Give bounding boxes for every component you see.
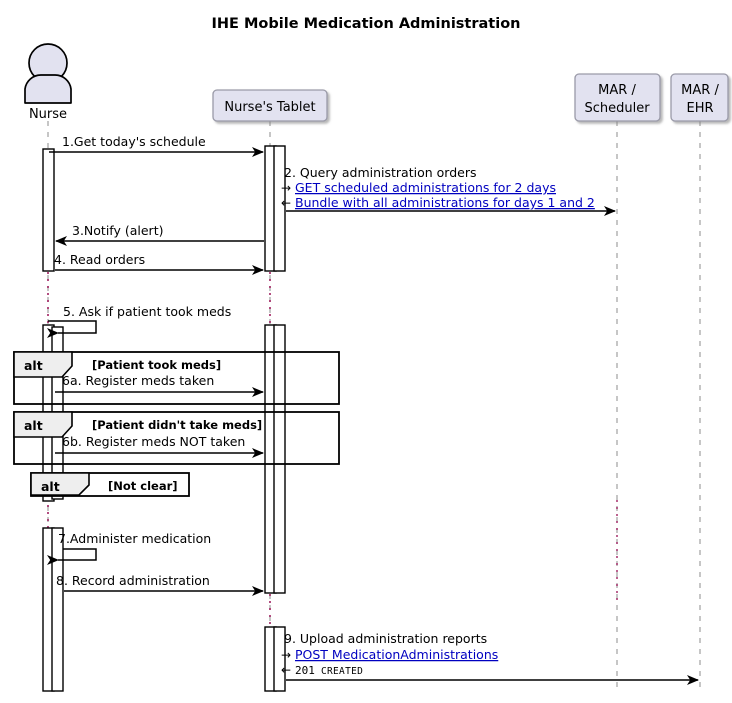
participant-label-ehr-line2: EHR — [686, 101, 713, 116]
message-4[interactable]: 4. Read orders — [54, 252, 264, 275]
fragment-header-tab-2 — [13, 411, 73, 438]
message-8[interactable]: 8. Record administration — [56, 573, 264, 596]
participant-nurse[interactable]: Nurse — [24, 43, 72, 122]
message-7[interactable]: 7.Administer medication — [47, 531, 211, 565]
message-label-6a: 6a. Register meds taken — [62, 373, 214, 388]
fragment-condition-1: [Patient took meds] — [92, 358, 221, 372]
activation-nurse-5 — [51, 527, 64, 692]
participant-label-scheduler-line1: MAR / — [598, 83, 636, 98]
participant-box-scheduler — [574, 73, 661, 122]
fragment-header-tab-1 — [13, 351, 73, 378]
message-9-status-code: 201 — [295, 664, 315, 677]
message-label-7: 7.Administer medication — [58, 531, 211, 546]
message-label-1: 1.Get today's schedule — [62, 134, 206, 149]
fragment-keyword-2: alt — [24, 418, 43, 433]
message-label-8: 8. Record administration — [56, 573, 210, 588]
participant-label-nurse: Nurse — [29, 107, 67, 122]
participant-label-scheduler-line2: Scheduler — [584, 101, 650, 116]
message-label-3: 3.Notify (alert) — [72, 223, 163, 238]
fragment-condition-3: [Not clear] — [108, 479, 178, 493]
message-label-9: 9. Upload administration reports — [284, 631, 487, 646]
message-2[interactable]: 2. Query administration orders → GET sch… — [281, 165, 616, 216]
message-1[interactable]: 1.Get today's schedule — [49, 134, 264, 157]
fragment-box-2 — [13, 411, 340, 465]
participant-box-tablet — [212, 89, 328, 122]
message-label-5: 5. Ask if patient took meds — [63, 304, 231, 319]
fragment-keyword-3: alt — [41, 479, 60, 494]
message-arrow-5 — [47, 320, 97, 338]
fragment-alt-2: alt [Patient didn't take meds] 6b. Regis… — [13, 411, 340, 465]
participant-ehr[interactable]: MAR / EHR — [670, 73, 729, 122]
activation-tablet-2 — [273, 145, 286, 272]
fragment-keyword-1: alt — [24, 358, 43, 373]
diagram-title: IHE Mobile Medication Administration — [212, 16, 521, 32]
message-label-2: 2. Query administration orders — [284, 165, 476, 180]
message-2-subline-1-glyph: ← — [281, 196, 291, 210]
participant-scheduler[interactable]: MAR / Scheduler — [574, 73, 661, 122]
fragment-box-1 — [13, 351, 340, 405]
message-9[interactable]: 9. Upload administration reports → POST … — [281, 631, 699, 685]
message-9-status-text: CREATED — [321, 666, 363, 677]
message-5[interactable]: 5. Ask if patient took meds — [47, 304, 231, 338]
fragment-alt-3: alt [Not clear] — [30, 472, 190, 497]
message-9-subline-0-link[interactable]: POST MedicationAdministrations — [295, 647, 498, 662]
message-2-subline-0-link[interactable]: GET scheduled administrations for 2 days — [295, 180, 556, 195]
activation-tablet-4 — [273, 324, 286, 594]
activation-tablet-6 — [273, 626, 286, 692]
participant-label-ehr-line1: MAR / — [681, 83, 719, 98]
fragment-condition-2: [Patient didn't take meds] — [92, 418, 262, 432]
message-9-subline-1-glyph: ← — [281, 663, 291, 677]
message-2-subline-1-link[interactable]: Bundle with all administrations for days… — [295, 195, 595, 210]
message-label-6b: 6b. Register meds NOT taken — [62, 434, 245, 449]
activation-nurse-1 — [42, 148, 55, 272]
participant-box-ehr — [670, 73, 729, 122]
participant-tablet[interactable]: Nurse's Tablet — [212, 89, 328, 122]
actor-body-icon — [24, 74, 72, 104]
message-label-4: 4. Read orders — [54, 252, 145, 267]
message-9-subline-0-glyph: → — [281, 648, 291, 662]
fragment-header-tab-3 — [30, 472, 90, 496]
fragment-alt-1: alt [Patient took meds] 6a. Register med… — [13, 351, 340, 405]
message-2-subline-0-glyph: → — [281, 181, 291, 195]
message-3[interactable]: 3.Notify (alert) — [55, 223, 264, 246]
message-arrow-7 — [47, 548, 97, 565]
participant-label-tablet: Nurse's Tablet — [224, 100, 315, 115]
